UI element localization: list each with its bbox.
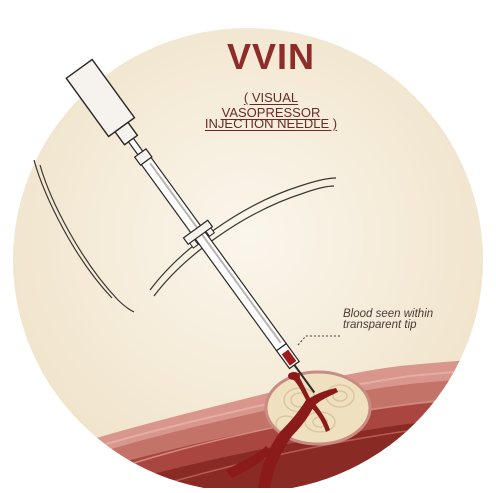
subtitle-line-2: INJECTION NEEDLE ) <box>196 116 346 131</box>
annotation-line-2: transparent tip <box>343 319 417 331</box>
title: VVIN <box>206 36 336 78</box>
blood-drop <box>288 372 300 380</box>
